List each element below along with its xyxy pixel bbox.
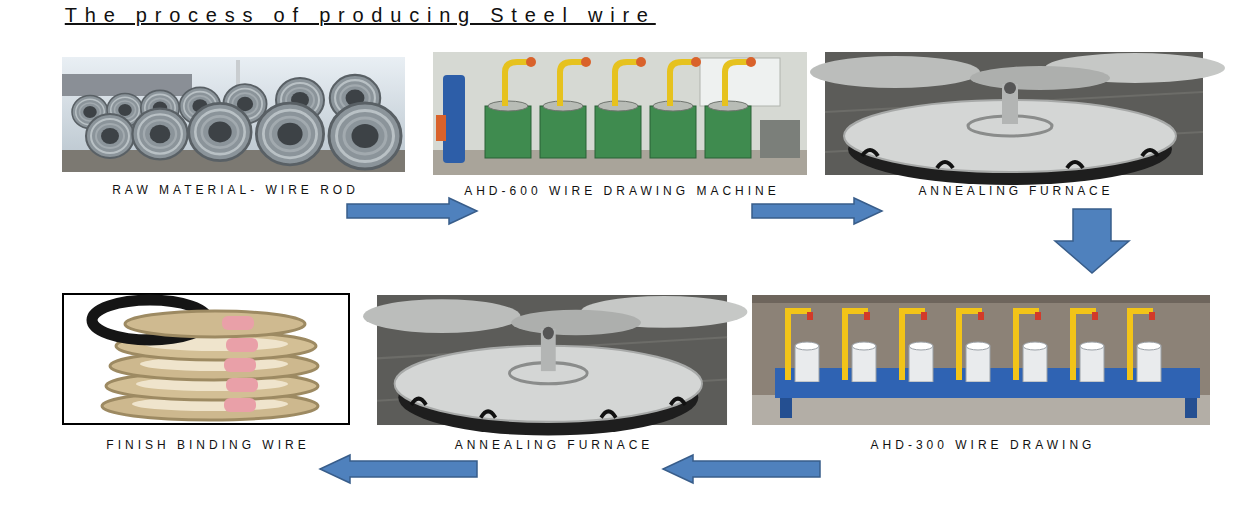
photo-step: RAW MATERIAL- WIRE ROD [62,57,405,198]
flow-arrow [663,455,820,483]
step-caption: AHD-300 WIRE DRAWING [867,438,1096,452]
step-caption: FINISH BINDING WIRE [102,438,309,452]
step-caption: RAW MATERIAL- WIRE ROD [108,183,359,197]
step-caption: ANNEALING FURNACE [915,184,1114,198]
flow-arrow [320,455,477,483]
flow-arrow [1055,209,1129,273]
photo-step: AHD-600 WIRE DRAWING MACHINE [433,52,807,199]
step-caption: AHD-600 WIRE DRAWING MACHINE [460,184,780,198]
flow-arrow [347,198,477,224]
flow-arrow [752,198,882,224]
photo-step: AHD-300 WIRE DRAWING [752,295,1210,453]
photo-step: ANNEALING FURNACE [377,295,727,453]
step-caption: ANNEALING FURNACE [451,438,654,452]
diagram-title: The process of producing Steel wire [57,3,656,27]
photo-step: ANNEALING FURNACE [825,52,1203,199]
photo-step: FINISH BINDING WIRE [62,293,350,453]
